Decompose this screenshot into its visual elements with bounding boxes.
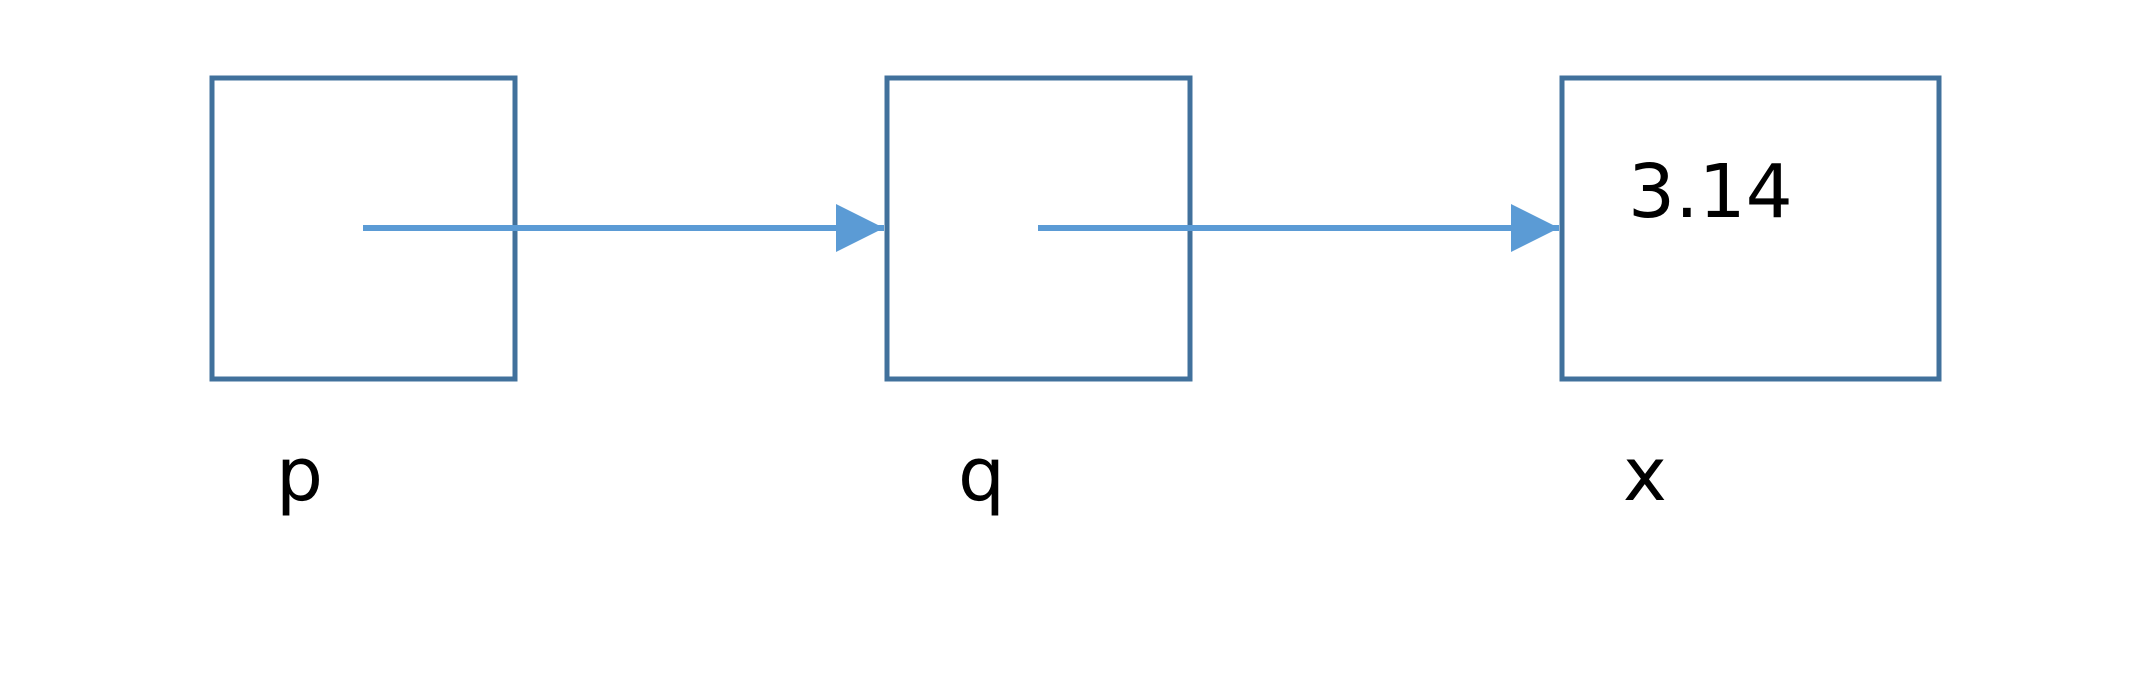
node-x-value: 3.14 [1628,149,1793,235]
node-x-box [1559,75,1942,382]
node-p-label: p [276,432,323,518]
node-q-label: q [958,432,1005,518]
node-x-label: x [1623,432,1667,518]
